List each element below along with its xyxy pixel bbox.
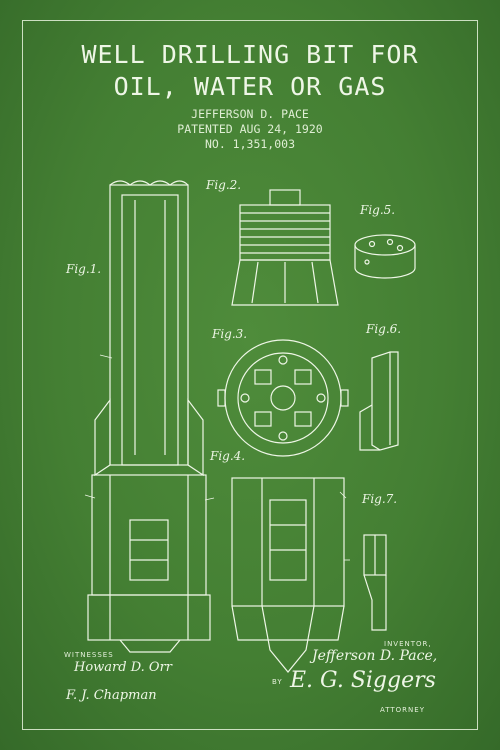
title-line-2: OIL, WATER OR GAS: [113, 72, 387, 101]
witness-2-signature: F. J. Chapman: [66, 688, 157, 703]
fig-2-drawing: [231, 189, 339, 306]
fig-1-drawing: [87, 180, 211, 653]
fig-3-label: Fig.3.: [212, 327, 248, 341]
fig-7-drawing: [363, 534, 387, 631]
poster-frame: [22, 20, 478, 730]
fig-7-label: Fig.7.: [362, 492, 398, 506]
inventor-name: JEFFERSON D. PACE: [191, 107, 309, 121]
fig-6-label: Fig.6.: [366, 322, 402, 336]
fig-4-drawing: [231, 477, 345, 673]
witnesses-label: WITNESSES: [64, 651, 114, 659]
attorney-label: ATTORNEY: [380, 706, 425, 714]
fig-6-drawing: [359, 351, 399, 451]
fig-2-label: Fig.2.: [206, 178, 242, 192]
attorney-signature: E. G. Siggers: [290, 668, 436, 693]
fig-5-label: Fig.5.: [360, 203, 396, 217]
inventor-signature: Jefferson D. Pace,: [312, 648, 438, 664]
fig-5-drawing: [354, 234, 416, 279]
patent-number: NO. 1,351,003: [204, 137, 295, 151]
leader-lines: [84, 354, 350, 561]
fig-1-label: Fig.1.: [66, 262, 102, 276]
by-label: BY: [272, 678, 283, 686]
fig-3-drawing: [217, 339, 349, 457]
title-line-1: WELL DRILLING BIT FOR: [81, 40, 419, 69]
inventor-label: INVENTOR,: [384, 640, 432, 648]
witness-1-signature: Howard D. Orr: [74, 660, 173, 675]
patent-date: PATENTED AUG 24, 1920: [177, 122, 323, 136]
fig-4-label: Fig.4.: [210, 449, 246, 463]
